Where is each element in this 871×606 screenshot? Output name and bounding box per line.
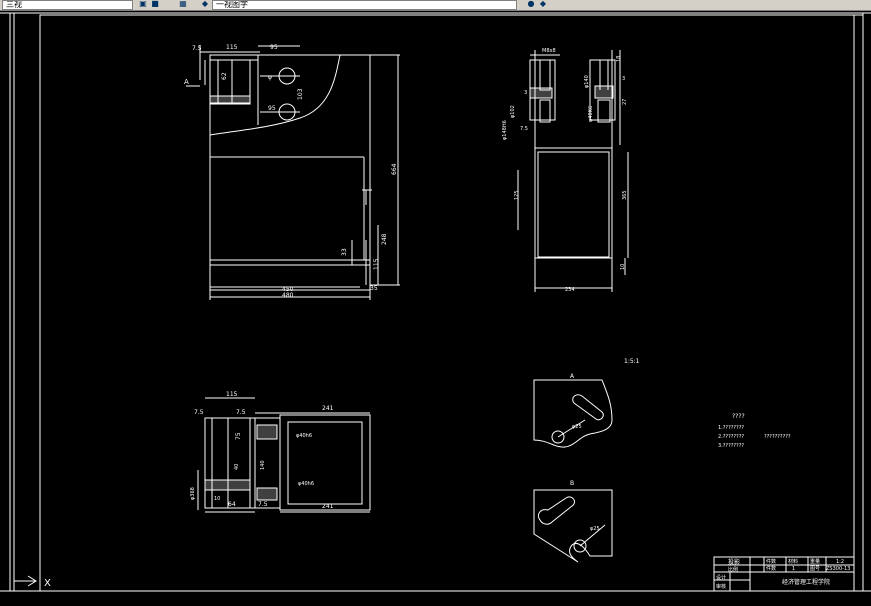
dim-label: 241 xyxy=(322,405,334,412)
dim-label: 450 xyxy=(282,286,294,293)
detail-b-label: B xyxy=(570,480,574,487)
front-view-labels: A 7.5 115 95 95 φ 103 664 248 33 115 450… xyxy=(184,44,398,299)
notes-title: ???? xyxy=(732,413,745,420)
title-cell: 重量 xyxy=(810,558,820,565)
detail-scale: 1:5:1 xyxy=(624,358,640,365)
note-line: 2.???????? xyxy=(718,434,744,440)
dim-label: 103 xyxy=(297,88,304,100)
title-cell: 件数 xyxy=(766,565,776,572)
dim-label: 115 xyxy=(226,391,238,398)
dim-label: 3 xyxy=(524,90,527,96)
ucs-icon: X xyxy=(14,575,51,589)
dim-label: M8x8 xyxy=(542,48,556,54)
dim-label: φ140 xyxy=(584,75,590,88)
title-cell: 1:2 xyxy=(836,559,844,565)
dim-label: 248 xyxy=(381,233,388,245)
dim-label: 241 xyxy=(322,503,334,510)
dim-label: 125 xyxy=(514,190,520,200)
dim-label: 7.5 xyxy=(258,501,268,508)
dim-label: 27 xyxy=(622,99,628,105)
front-view xyxy=(186,45,400,300)
dim-label: 7.5 xyxy=(194,409,204,416)
detail-b xyxy=(533,489,613,563)
toolbar: 三视 ▣ ■ ▦ ◆ 一视图字 ● ◆ xyxy=(0,0,871,11)
title-cell: 图号 xyxy=(810,566,820,572)
drawing-canvas[interactable]: A 7.5 115 95 95 φ 103 664 248 33 115 450… xyxy=(0,11,871,602)
dim-label: 75 xyxy=(235,432,242,440)
style-dropdown[interactable]: 一视图字 xyxy=(212,0,517,10)
technical-notes: ???? 1.???????? 2.???????? 3.???????? ??… xyxy=(718,413,791,449)
plan-view-labels: 115 7.5 7.5 241 φ40h6 φ40h6 241 75 64 7.… xyxy=(190,391,334,510)
dim-label: 40 xyxy=(234,464,240,470)
dim-label: 64 xyxy=(228,501,236,508)
dim-label: 62 xyxy=(221,72,228,80)
dim-label: 7.5 xyxy=(192,45,202,52)
title-cell: 件数 xyxy=(766,558,776,565)
dim-label: φ102 xyxy=(510,105,516,118)
zoom-icon[interactable]: ● xyxy=(527,0,535,8)
drawing-number: ZS300-13 xyxy=(826,566,850,572)
note-side: ?????????? xyxy=(764,434,791,440)
title-block xyxy=(713,556,855,592)
title-cell: 材料 xyxy=(788,558,798,565)
dim-label: 33 xyxy=(341,248,348,256)
dim-label: 140 xyxy=(260,460,266,470)
dim-label: 3 xyxy=(622,76,625,82)
dim-label: 115 xyxy=(226,44,238,51)
side-view-labels: M8x8 3 3 27 18 φ140 φ40K6 φ102 φ148H6 7.… xyxy=(502,48,628,293)
dim-label: 10 xyxy=(620,264,626,270)
title-block-text: 投影 比例 件数 材料 重量 1:2 件数 1 图号 ZS300-13 设计 审… xyxy=(716,558,850,590)
title-cell: 比例 xyxy=(728,566,738,573)
dim-label: 664 xyxy=(391,163,398,175)
title-cell: 投影 xyxy=(728,558,740,566)
side-view xyxy=(517,50,629,292)
dim-label: 365 xyxy=(622,190,628,200)
dim-label: 95 xyxy=(268,105,276,112)
dim-label: φ40h6 xyxy=(296,433,312,439)
school-name: 经济管理工程学院 xyxy=(782,578,830,586)
drawing-frame xyxy=(0,12,871,592)
dim-label: 115 xyxy=(373,258,380,270)
detail-a-label: A xyxy=(570,373,575,380)
pan-icon[interactable]: ◆ xyxy=(539,0,547,8)
dim-label: φ148H6 xyxy=(502,120,508,140)
section-a-label: A xyxy=(184,78,189,86)
command-line[interactable] xyxy=(0,593,871,602)
dim-label: φ368 xyxy=(190,487,196,500)
match-icon[interactable]: ▦ xyxy=(179,0,187,8)
dim-label: 480 xyxy=(282,292,294,299)
plan-view xyxy=(197,397,371,513)
detail-labels: 1:5:1 A B φ25 φ25 xyxy=(570,358,640,532)
dim-label: φ40K6 xyxy=(588,106,594,122)
layer-dropdown[interactable]: 三视 xyxy=(2,0,133,10)
title-cell: 1 xyxy=(792,566,795,572)
dim-label: 18 xyxy=(616,56,622,62)
dim-label: 7.5 xyxy=(236,409,246,416)
detail-a xyxy=(533,379,613,448)
ucs-x-label: X xyxy=(44,578,51,589)
dim-label: 95 xyxy=(270,44,278,51)
text-style-icon[interactable]: ◆ xyxy=(201,0,209,8)
dim-label: φ40h6 xyxy=(298,481,314,487)
dim-label: φ xyxy=(268,74,272,81)
note-line: 3.???????? xyxy=(718,443,744,449)
dim-label: 10 xyxy=(214,496,220,502)
note-line: 1.???????? xyxy=(718,425,744,431)
title-cell: 设计 xyxy=(716,574,726,581)
detail-a-dim: φ25 xyxy=(572,424,582,430)
title-cell: 审核 xyxy=(716,583,726,590)
detail-b-dim: φ25 xyxy=(590,526,600,532)
dim-label: 35 xyxy=(370,285,378,292)
dim-label: 7.5 xyxy=(520,126,528,132)
drawing-svg: A 7.5 115 95 95 φ 103 664 248 33 115 450… xyxy=(0,12,871,592)
dim-label: 234 xyxy=(565,287,575,293)
layer-icon[interactable]: ▣ xyxy=(139,0,147,8)
properties-icon[interactable]: ■ xyxy=(151,0,159,8)
